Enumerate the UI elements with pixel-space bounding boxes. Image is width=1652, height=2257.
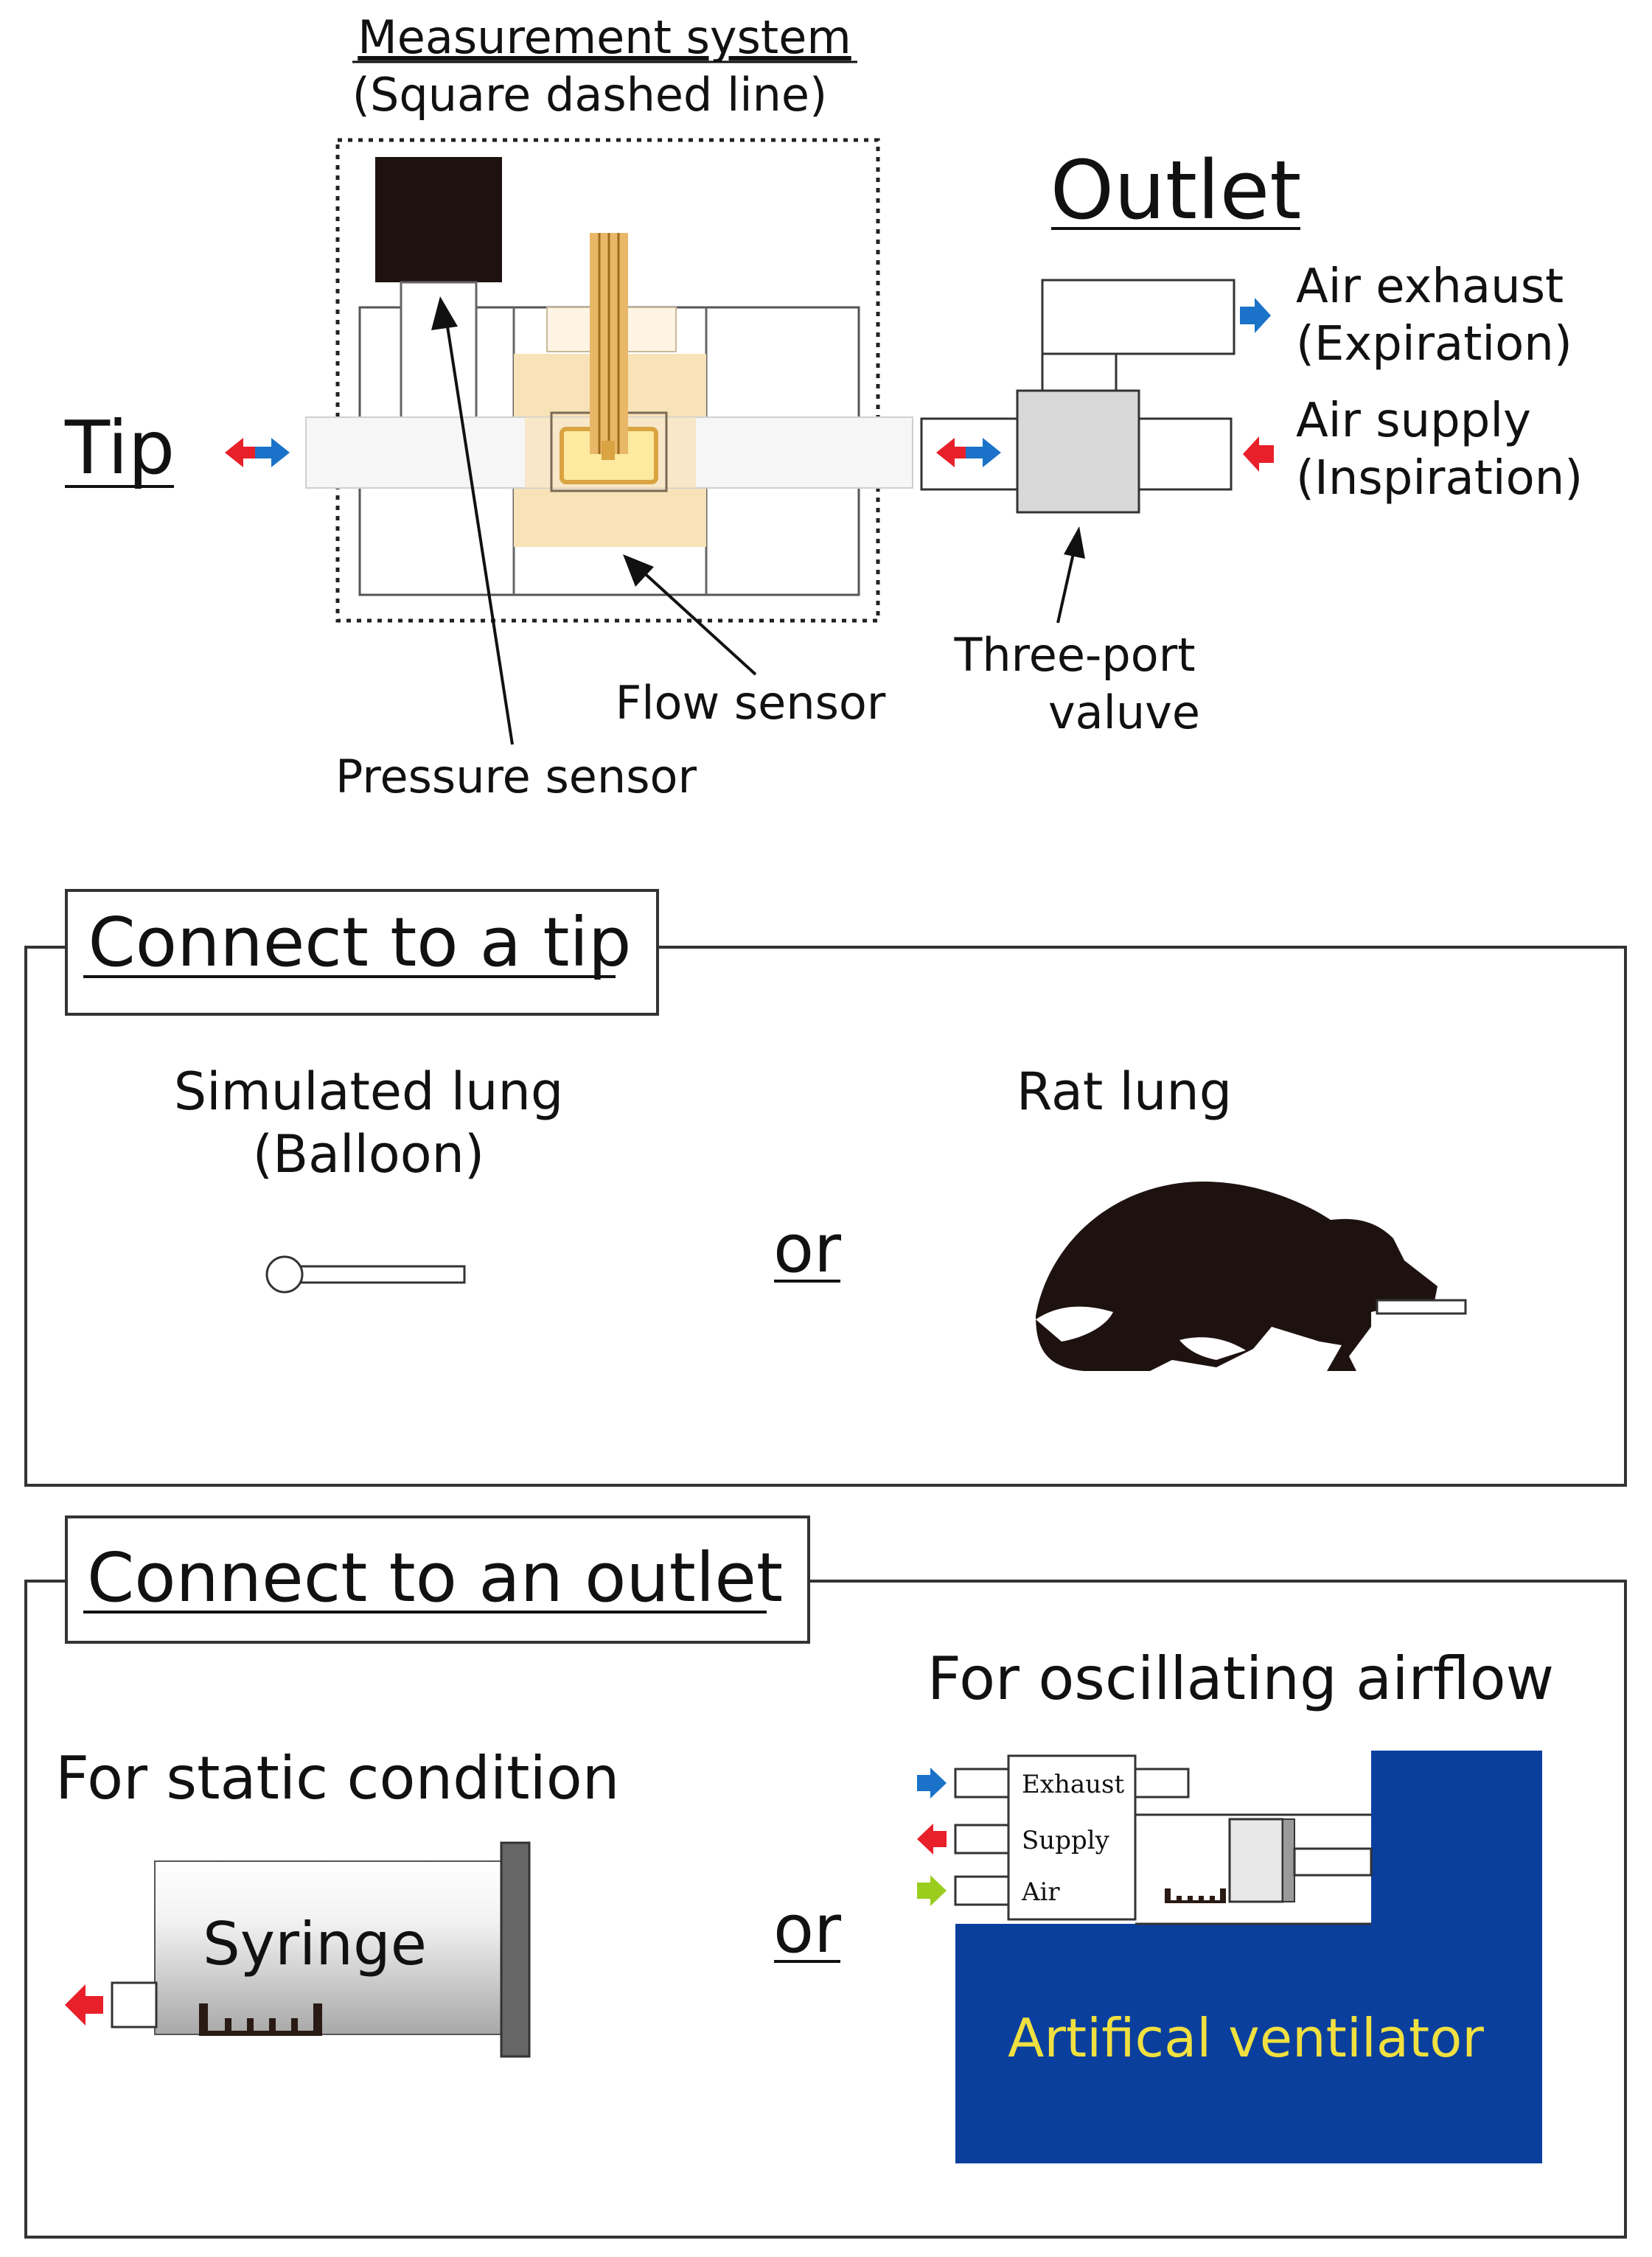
- simulated-lung-label: Simulated lung: [174, 1061, 564, 1122]
- tip-bidirectional-arrow-icon: [225, 438, 290, 467]
- tip-or-label: or: [773, 1210, 841, 1288]
- ventilator-port-panel: [1007, 1754, 1137, 1921]
- outlet-panel-title: Connect to an outlet: [87, 1538, 783, 1617]
- air-supply-label: Air supply: [1296, 394, 1531, 448]
- exhaust-arrow-icon: [1240, 298, 1271, 333]
- supply-arrow-icon: [1243, 436, 1274, 472]
- port-exhaust-stub: [954, 1768, 1010, 1799]
- syringe-label: Syringe: [203, 1910, 427, 1978]
- port-air-stub: [954, 1875, 1010, 1906]
- oscillating-airflow-label: For oscillating airflow: [927, 1644, 1554, 1713]
- port-air-label: Air: [1021, 1877, 1060, 1907]
- ventilator-body: [955, 1751, 1542, 2163]
- air-exhaust-label: Air exhaust: [1296, 259, 1564, 314]
- syringe-arrow-icon: [65, 1984, 103, 2026]
- exhaust-port: [1041, 279, 1235, 355]
- port-exhaust-label: Exhaust: [1022, 1770, 1125, 1799]
- flow-sensor-lead-tip: [602, 441, 615, 460]
- static-condition-label: For static condition: [55, 1744, 619, 1813]
- port-supply-stub: [954, 1824, 1010, 1855]
- measurement-system-subtitle: (Square dashed line): [352, 68, 827, 122]
- tip-panel-title-box: [65, 889, 659, 1016]
- measurement-dashed-frame: [335, 138, 880, 623]
- three-port-label-2: valuve: [1048, 686, 1200, 739]
- syringe-icon: [111, 1841, 531, 2058]
- outlet-label: Outlet: [1050, 143, 1302, 237]
- rat-lung-label: Rat lung: [1017, 1061, 1232, 1122]
- ventilator-supply-arrow-icon: [917, 1824, 947, 1855]
- balloon-label: (Balloon): [253, 1124, 484, 1185]
- expiration-label: (Expiration): [1296, 317, 1572, 371]
- three-port-label-1: Three-port: [953, 628, 1195, 682]
- balloon-icon: [265, 1255, 466, 1294]
- flow-sensor-label: Flow sensor: [616, 676, 886, 730]
- rat-icon: [1036, 1182, 1467, 1371]
- port-supply-label: Supply: [1022, 1826, 1110, 1855]
- piston-cylinder: [1135, 1813, 1373, 1925]
- flow-sensor-pointer: [623, 554, 757, 676]
- measurement-system-title: Measurement system: [358, 10, 851, 64]
- port-exhaust-right-stub: [1134, 1768, 1190, 1799]
- outlet-panel-title-box: [65, 1515, 810, 1644]
- three-port-valve: [1016, 389, 1140, 514]
- outlet-or-label: or: [773, 1891, 841, 1968]
- tip-panel-title: Connect to a tip: [88, 903, 632, 982]
- outlet-bidirectional-arrow-icon: [936, 438, 1001, 467]
- supply-port: [1137, 417, 1233, 491]
- pressure-sensor-pointer: [431, 296, 514, 745]
- inspiration-label: (Inspiration): [1296, 451, 1583, 506]
- ventilator-exhaust-arrow-icon: [917, 1768, 947, 1799]
- tip-label: Tip: [64, 405, 175, 491]
- valve-pointer: [1056, 526, 1085, 624]
- ventilator-air-arrow-icon: [917, 1875, 947, 1906]
- pressure-sensor-block: [375, 157, 502, 282]
- pressure-sensor-label: Pressure sensor: [335, 750, 697, 803]
- ventilator-label: Artifical ventilator: [1008, 2007, 1484, 2069]
- outlet-panel-frame: [24, 1580, 1627, 2239]
- exhaust-connector: [1041, 352, 1118, 392]
- tip-panel-frame: [24, 946, 1627, 1487]
